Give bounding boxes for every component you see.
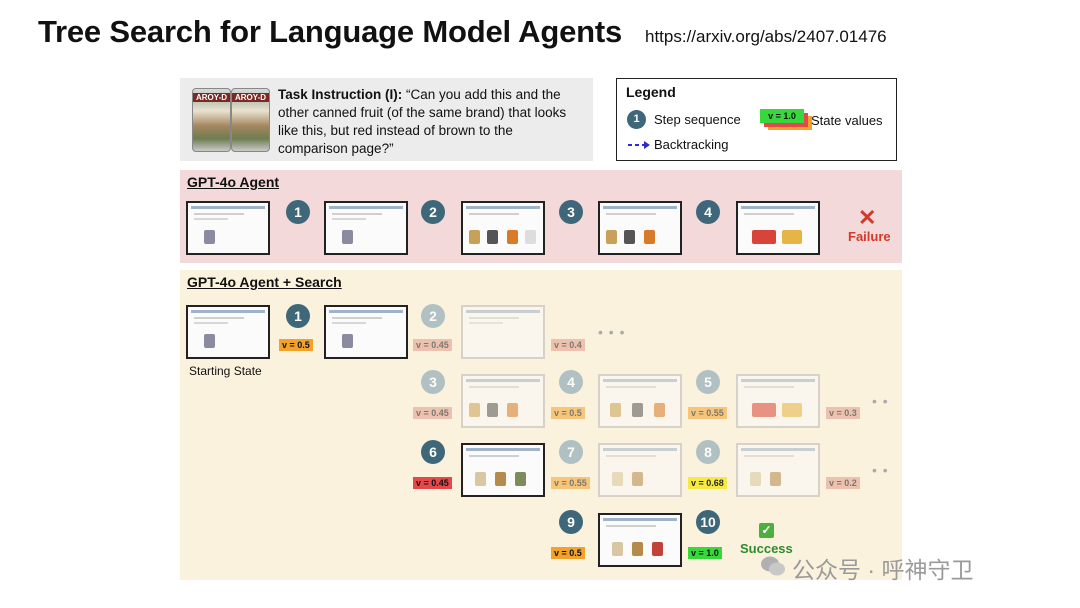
- state-value-badge: v = 0.4: [551, 339, 585, 351]
- canned-fruit-image: AROY-D: [192, 88, 231, 152]
- state-screenshot: [461, 443, 545, 497]
- page-title: Tree Search for Language Model Agents: [38, 14, 623, 49]
- step-circle: 1: [286, 200, 310, 224]
- state-screenshot: [324, 201, 408, 255]
- state-value-badge: v = 0.5: [551, 547, 585, 559]
- state-screenshot: [598, 374, 682, 428]
- legend-box: Legend 1 Step sequence v = 1.0 State val…: [616, 78, 897, 161]
- state-value-badge: v = 0.45: [413, 407, 452, 419]
- paper-url[interactable]: https://arxiv.org/abs/2407.01476: [645, 27, 887, 46]
- watermark-text: 公众号 · 呼神守卫: [792, 557, 974, 583]
- task-instruction-box: AROY-D AROY-D Task Instruction (I): “Can…: [180, 78, 593, 161]
- state-value-badge: v = 1.0: [688, 547, 722, 559]
- step-circle: 8: [696, 440, 720, 464]
- state-screenshot: [461, 305, 545, 359]
- search-section-title: GPT-4o Agent + Search: [187, 274, 342, 290]
- legend-backtrack-label: Backtracking: [654, 137, 729, 152]
- step-circle: 5: [696, 370, 720, 394]
- continuation-dots: • • •: [598, 324, 626, 340]
- task-instruction-text: Task Instruction (I): “Can you add this …: [278, 87, 567, 156]
- state-screenshot: [186, 305, 270, 359]
- state-screenshot: [736, 201, 820, 255]
- legend-step-label: Step sequence: [654, 112, 741, 127]
- step-circle: 3: [559, 200, 583, 224]
- continuation-dots: • •: [872, 462, 889, 478]
- state-screenshot: [186, 201, 270, 255]
- state-screenshot: [598, 443, 682, 497]
- step-circle: 9: [559, 510, 583, 534]
- state-value-badge: v = 0.5: [279, 339, 313, 351]
- continuation-dots: • •: [872, 393, 889, 409]
- state-value-badge: v = 0.2: [826, 477, 860, 489]
- failure-label: Failure: [848, 229, 891, 244]
- state-value-badge: v = 0.55: [551, 477, 590, 489]
- state-screenshot: [598, 201, 682, 255]
- agent-section-title: GPT-4o Agent: [187, 174, 280, 190]
- wechat-icon: [761, 556, 785, 576]
- state-screenshot: [324, 305, 408, 359]
- step-circle: 1: [286, 304, 310, 328]
- canned-fruit-image: AROY-D: [231, 88, 270, 152]
- step-circle: 2: [421, 304, 445, 328]
- state-value-badge: v = 0.45: [413, 339, 452, 351]
- step-circle: 4: [559, 370, 583, 394]
- backtrack-arrow-icon: [628, 141, 650, 149]
- legend-title: Legend: [626, 84, 676, 100]
- state-value-badge: v = 0.45: [413, 477, 452, 489]
- success-check-icon: ✓: [759, 523, 774, 538]
- state-screenshot: [598, 513, 682, 567]
- success-label: Success: [740, 541, 793, 556]
- step-circle: 6: [421, 440, 445, 464]
- step-circle: 4: [696, 200, 720, 224]
- step-circle: 2: [421, 200, 445, 224]
- state-screenshot: [736, 443, 820, 497]
- state-value-badge: v = 0.55: [688, 407, 727, 419]
- starting-state-label: Starting State: [189, 364, 262, 378]
- state-value-badge: v = 0.68: [688, 477, 727, 489]
- state-screenshot: [461, 201, 545, 255]
- legend-state-label: State values: [811, 113, 883, 128]
- state-value-badge: v = 0.5: [551, 407, 585, 419]
- step-circle-icon: 1: [627, 110, 646, 129]
- failure-icon: ✕: [858, 205, 877, 230]
- state-screenshot: [736, 374, 820, 428]
- step-circle: 7: [559, 440, 583, 464]
- state-screenshot: [461, 374, 545, 428]
- step-circle: 10: [696, 510, 720, 534]
- state-value-badge: v = 0.3: [826, 407, 860, 419]
- step-circle: 3: [421, 370, 445, 394]
